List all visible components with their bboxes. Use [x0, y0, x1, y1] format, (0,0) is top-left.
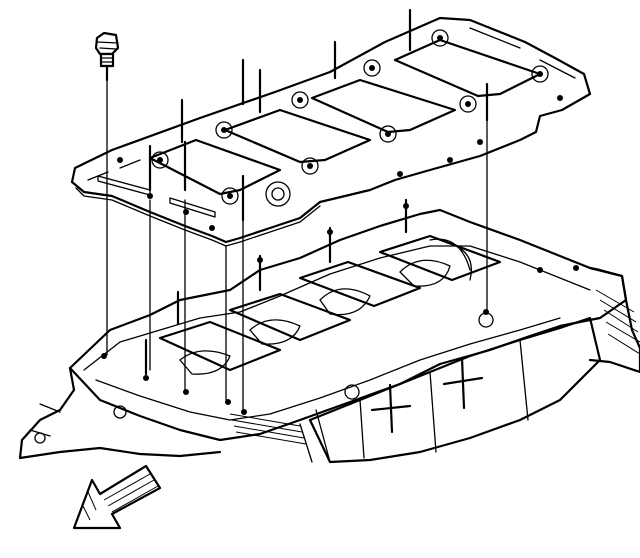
gasket-alignment-pins [148, 8, 489, 222]
arrow-icon [72, 464, 162, 530]
block-alignment-pins [144, 198, 408, 376]
block-rib-crosses [370, 356, 484, 434]
gasket-bolt-bosses [117, 29, 563, 231]
oil-pan-gasket-plate [70, 8, 592, 247]
engine-block [18, 198, 640, 464]
bolt [94, 31, 120, 82]
block-bolt-bosses [101, 203, 579, 415]
